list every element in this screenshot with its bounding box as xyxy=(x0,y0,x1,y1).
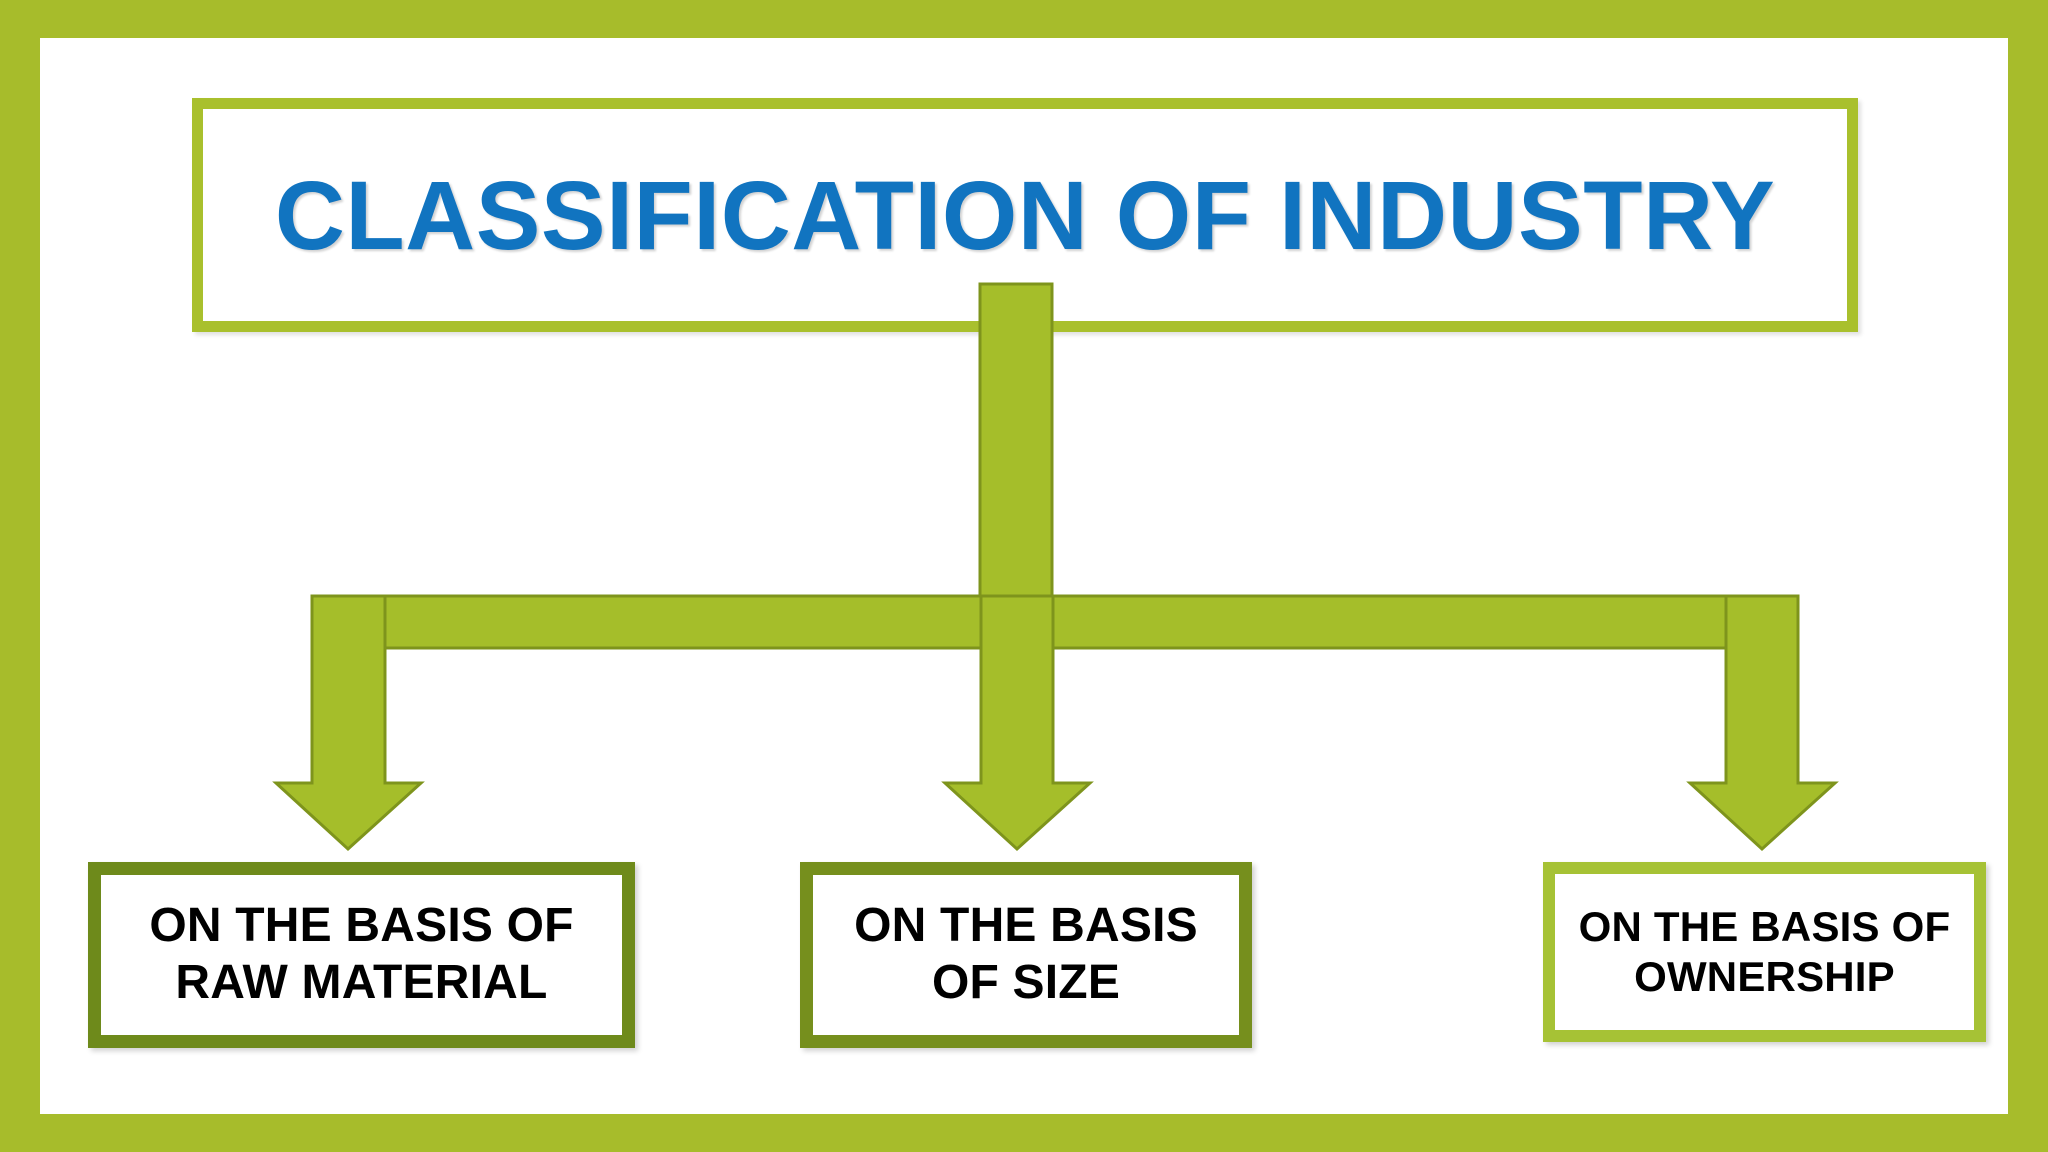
leaf-label-ownership-line1: ON THE BASIS OF xyxy=(1578,903,1951,951)
leaf-label-ownership-line2: OWNERSHIP xyxy=(1634,953,1895,1000)
leaf-node-size[interactable]: ON THE BASIS OF SIZE xyxy=(800,862,1252,1048)
leaf-label-size: ON THE BASIS OF SIZE xyxy=(854,898,1198,1011)
leaf-label-ownership: ON THE BASIS OF OWNERSHIP xyxy=(1579,902,1951,1001)
leaf-node-ownership[interactable]: ON THE BASIS OF OWNERSHIP xyxy=(1543,862,1986,1042)
root-node-classification-of-industry[interactable]: CLASSIFICATION OF INDUSTRY xyxy=(192,98,1858,332)
leaf-label-size-line1: ON THE BASIS xyxy=(854,899,1198,953)
leaf-label-raw-material-line2: RAW MATERIAL xyxy=(175,956,548,1009)
leaf-label-raw-material-line1: ON THE BASIS OF xyxy=(149,899,574,953)
leaf-node-raw-material[interactable]: ON THE BASIS OF RAW MATERIAL xyxy=(88,862,635,1048)
leaf-label-size-line2: OF SIZE xyxy=(931,956,1121,1009)
leaf-label-raw-material: ON THE BASIS OF RAW MATERIAL xyxy=(149,898,573,1011)
page-title: CLASSIFICATION OF INDUSTRY xyxy=(274,160,1776,270)
